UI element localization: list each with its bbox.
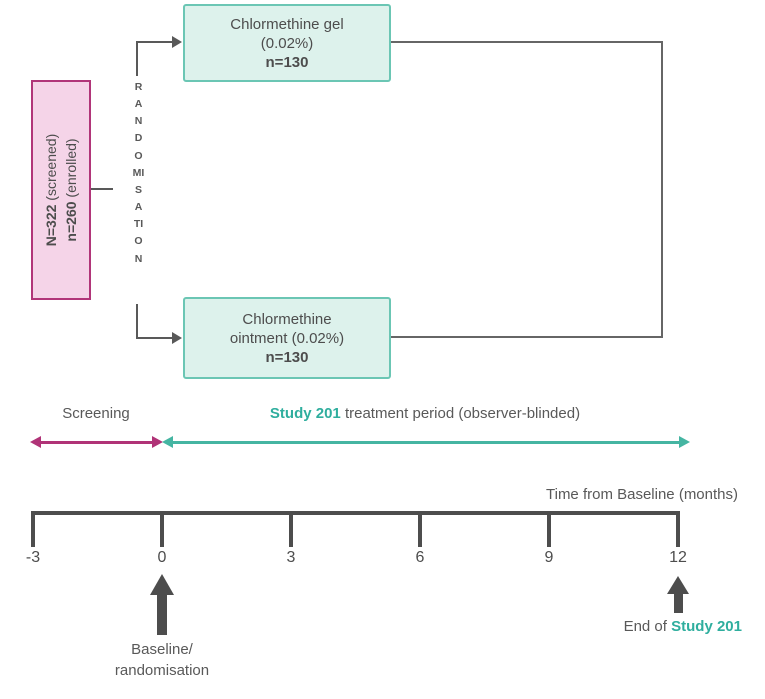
- enrolled-line: n=260 (enrolled): [61, 134, 81, 246]
- branch-top-vertical-line: [136, 42, 138, 76]
- branch-bottom-arrowhead-icon: [172, 332, 182, 344]
- gel-arm-dose: (0.02%): [260, 34, 314, 52]
- baseline-up-arrow-shaft: [157, 593, 167, 635]
- screened-enrolled-text: N=322 (screened) n=260 (enrolled): [41, 134, 81, 246]
- arms-right-bracket-line: [391, 41, 663, 338]
- branch-bottom-horizontal-line: [136, 337, 173, 339]
- n-screened-value: N=322: [43, 204, 59, 247]
- screening-arrow-left-head-icon: [30, 436, 41, 448]
- ointment-arm-box: Chlormethine ointment (0.02%) n=130: [183, 297, 391, 379]
- end-of-study-annotation: End of Study 201: [550, 618, 742, 635]
- screening-arrow-shaft: [41, 440, 152, 444]
- screened-line: N=322 (screened): [41, 134, 61, 246]
- branch-bottom-vertical-line: [136, 304, 138, 338]
- treatment-arrow-shaft: [173, 440, 679, 444]
- gel-arm-box: Chlormethine gel (0.02%) n=130: [183, 4, 391, 82]
- end-of-study-name: Study 201: [671, 618, 742, 635]
- ointment-arm-name: Chlormethine: [242, 310, 332, 328]
- treatment-arrow-right-head-icon: [679, 436, 690, 448]
- n-enrolled-value: n=260: [63, 201, 79, 242]
- treatment-period-study-name: Study 201: [269, 405, 341, 422]
- gel-arm-name: Chlormethine gel: [230, 15, 344, 33]
- treatment-period-label: Study 201 treatment period (observer-bli…: [165, 405, 685, 422]
- tick-label-12: 12: [669, 549, 687, 566]
- tick-label-9: 9: [544, 549, 554, 566]
- gel-arm-n: n=130: [265, 53, 309, 71]
- randomisation-label: RANDOMISATION: [132, 81, 145, 265]
- baseline-annotation-line2: randomisation: [114, 662, 210, 679]
- baseline-annotation-line1: Baseline/: [131, 641, 193, 658]
- ointment-arm-dose: ointment (0.02%): [229, 329, 345, 347]
- screening-arrow-right-head-icon: [152, 436, 163, 448]
- screened-enrolled-box: N=322 (screened) n=260 (enrolled): [31, 80, 91, 300]
- end-of-study-prefix: End of: [623, 618, 672, 635]
- screening-period-label: Screening: [62, 405, 130, 422]
- tick-3: [289, 511, 293, 547]
- baseline-up-arrow-icon: [150, 574, 174, 595]
- tick-label-0: 0: [157, 549, 167, 566]
- time-axis-line: [31, 511, 680, 515]
- ointment-arm-n: n=130: [265, 348, 309, 366]
- screening-period-arrow: [30, 436, 163, 448]
- end-of-study-up-arrow-icon: [667, 576, 689, 594]
- baseline-annotation: Baseline/ randomisation: [88, 639, 236, 681]
- branch-top-arrowhead-icon: [172, 36, 182, 48]
- tick-label-3: 3: [286, 549, 296, 566]
- branch-top-horizontal-line: [136, 41, 173, 43]
- treatment-arrow-left-head-icon: [162, 436, 173, 448]
- enrolled-suffix: (enrolled): [63, 138, 79, 202]
- tick-6: [418, 511, 422, 547]
- treatment-period-description: treatment period (observer-blinded): [340, 405, 581, 422]
- treatment-period-arrow: [162, 436, 690, 448]
- time-axis-label: Time from Baseline (months): [546, 486, 738, 503]
- tick-label-6: 6: [415, 549, 425, 566]
- tick-12: [676, 511, 680, 547]
- screened-suffix: (screened): [43, 133, 59, 205]
- tick-9: [547, 511, 551, 547]
- tick-0: [160, 511, 164, 547]
- screened-to-randomisation-connector: [91, 188, 113, 190]
- tick-minus3: [31, 511, 35, 547]
- tick-label-minus3: -3: [25, 549, 41, 566]
- end-of-study-up-arrow-shaft: [674, 592, 683, 613]
